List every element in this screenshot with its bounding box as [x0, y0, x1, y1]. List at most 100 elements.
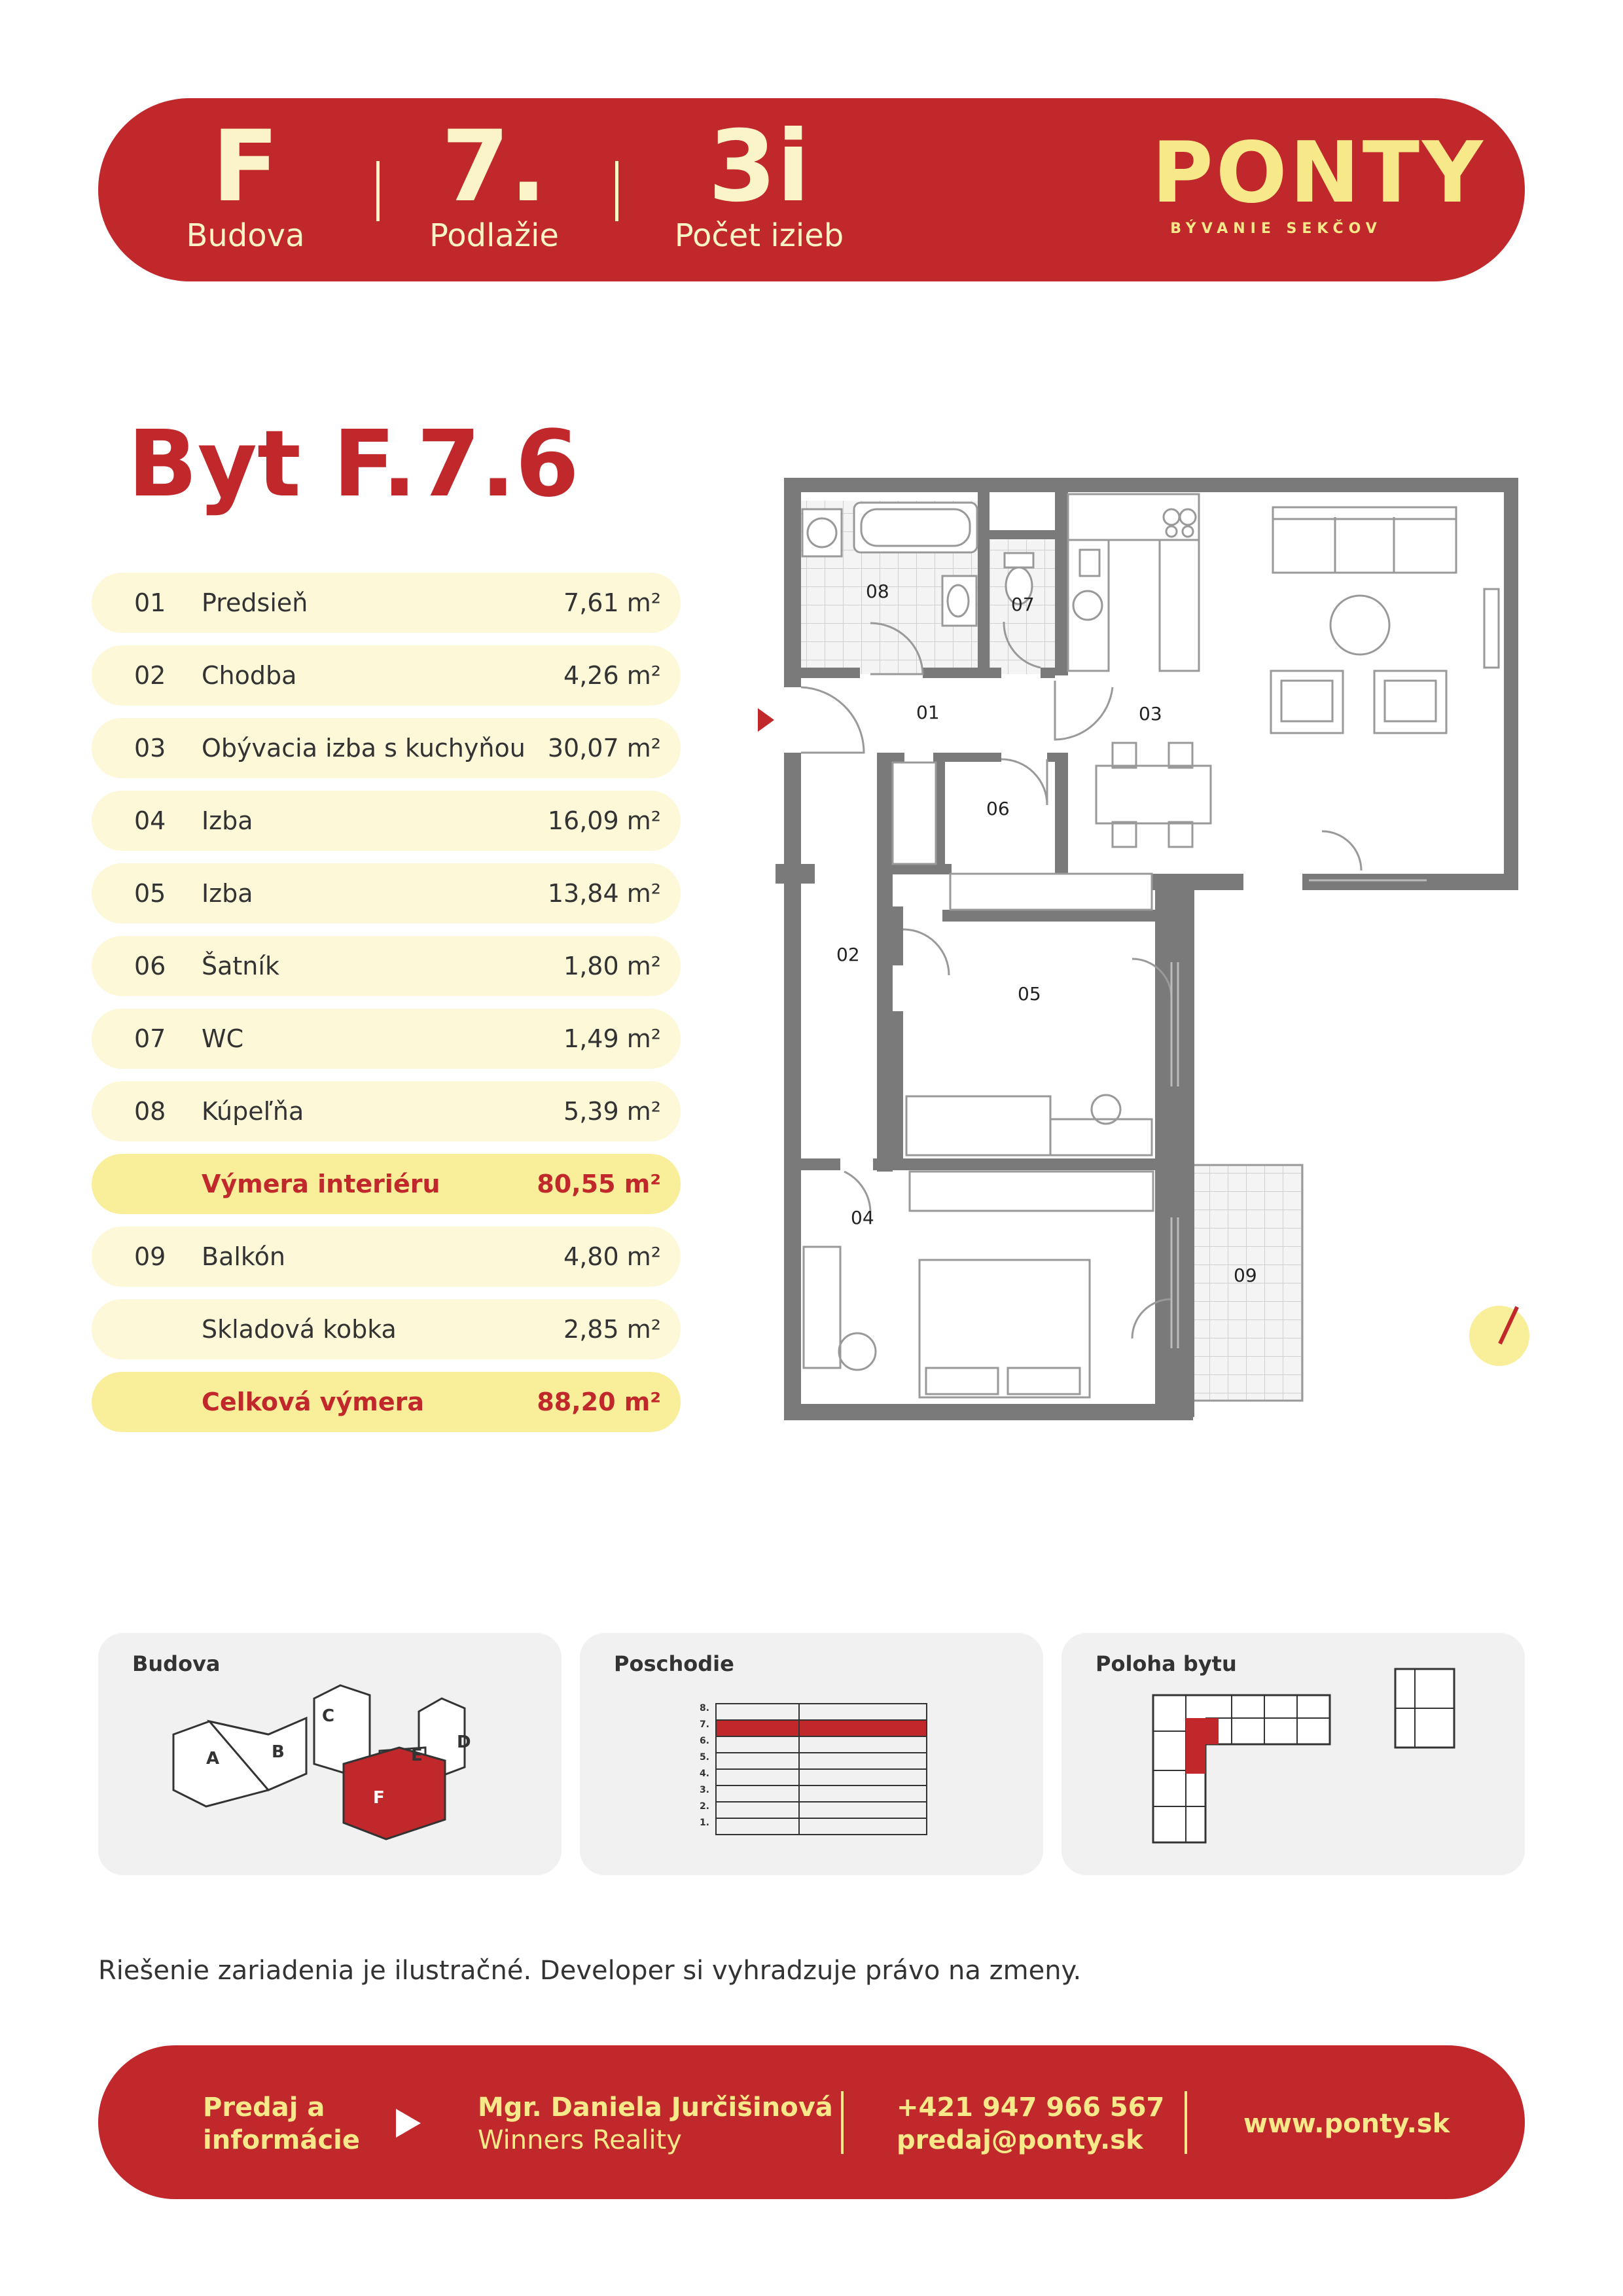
apartment-location-highlight: [1186, 1718, 1219, 1774]
header-banner: F Budova 7. Podlažie 3i Počet izieb PONT…: [98, 98, 1525, 281]
floor-label-2: 2.: [700, 1801, 709, 1812]
room-name: Kúpeľňa: [202, 1097, 304, 1126]
room-number: 03: [134, 734, 166, 762]
floor-card[interactable]: Poschodie 8. 7. 6. 5. 4. 3. 2. 1.: [580, 1633, 1043, 1875]
room-area: 16,09 m²: [547, 806, 661, 835]
room-name: Obývacia izba s kuchyňou: [202, 734, 526, 762]
floor-plan: 08 07 01 03 06 02 05 04 09: [758, 478, 1518, 1420]
building-info: F Budova: [170, 118, 321, 255]
room-row: 02 Chodba 4,26 m²: [92, 645, 681, 706]
room-name: WC: [202, 1024, 244, 1053]
room-number: 07: [134, 1024, 166, 1053]
footer-divider: [841, 2091, 844, 2154]
header-divider: [376, 161, 380, 221]
entrance-arrow-icon: [758, 708, 774, 732]
room-label-01: 01: [916, 702, 940, 723]
room-area: 30,07 m²: [547, 734, 661, 762]
logo-name: PONTY: [1152, 124, 1486, 222]
room-label-05: 05: [1018, 983, 1041, 1005]
room-row: 06 Šatník 1,80 m²: [92, 936, 681, 996]
website-link[interactable]: www.ponty.sk: [1243, 2109, 1450, 2139]
block-label-d: D: [457, 1732, 471, 1752]
rooms-value: 3i: [708, 110, 810, 224]
room-area: 4,26 m²: [563, 661, 661, 690]
location-map: [1152, 1668, 1455, 1844]
floor-label-7: 7.: [700, 1719, 709, 1730]
room-area: 1,49 m²: [563, 1024, 661, 1053]
floor-label-4: 4.: [700, 1768, 709, 1779]
building-value: F: [211, 110, 279, 224]
room-label-07: 07: [1011, 594, 1035, 615]
room-name: Predsieň: [202, 588, 308, 617]
room-number: 06: [134, 952, 166, 980]
floor-info: 7. Podlažie: [419, 118, 569, 255]
room-row: 09 Balkón 4,80 m²: [92, 1227, 681, 1287]
floor-label-3: 3.: [700, 1785, 709, 1795]
room-number: 09: [134, 1242, 166, 1271]
room-name: Šatník: [202, 952, 279, 980]
block-label-f: F: [373, 1788, 385, 1808]
room-row: 03 Obývacia izba s kuchyňou 30,07 m²: [92, 718, 681, 778]
room-area: 4,80 m²: [563, 1242, 661, 1271]
floor-label-5: 5.: [700, 1752, 709, 1763]
arrow-right-icon: [396, 2109, 421, 2138]
room-name: Chodba: [202, 661, 297, 690]
room-area: 1,80 m²: [563, 952, 661, 980]
room-labels: 08 07 01 03 06 02 05 04 09: [836, 581, 1257, 1286]
floor-value: 7.: [441, 110, 547, 224]
disclaimer-note: Riešenie zariadenia je ilustračné. Devel…: [98, 1956, 1082, 1986]
header-divider: [615, 161, 618, 221]
footer-banner: Predaj a informácie Mgr. Daniela Jurčiši…: [98, 2045, 1525, 2199]
room-number: 02: [134, 661, 166, 690]
grand-total-area: 88,20 m²: [537, 1388, 661, 1416]
agent-name: Mgr. Daniela Jurčišinová: [478, 2092, 833, 2123]
block-label-e: E: [411, 1746, 423, 1765]
room-number: 05: [134, 879, 166, 908]
room-area: 13,84 m²: [547, 879, 661, 908]
logo-tagline: BÝVANIE SEKČOV: [1170, 221, 1382, 237]
location-card[interactable]: Poloha bytu: [1061, 1633, 1525, 1875]
block-label-a: A: [206, 1749, 219, 1768]
fixtures: [800, 493, 1500, 1399]
ponty-logo[interactable]: PONTY BÝVANIE SEKČOV: [1152, 124, 1486, 238]
room-label-09: 09: [1234, 1265, 1257, 1286]
floor-label-8: 8.: [700, 1703, 709, 1713]
room-label-08: 08: [866, 581, 889, 602]
building-card-label: Budova: [132, 1651, 221, 1676]
floor-label-6: 6.: [700, 1736, 709, 1746]
footer-divider: [1185, 2091, 1187, 2154]
apartment-title: Byt F.7.6: [128, 411, 579, 518]
rooms-info: 3i Počet izieb: [654, 118, 864, 255]
room-label-02: 02: [836, 944, 860, 965]
room-row: 05 Izba 13,84 m²: [92, 863, 681, 924]
cta-line-2: informácie: [203, 2125, 361, 2155]
selected-floor-highlight: [716, 1720, 927, 1736]
floor-label: Podlažie: [429, 217, 559, 254]
room-label-06: 06: [986, 798, 1010, 819]
room-name: Izba: [202, 806, 253, 835]
room-row: 07 WC 1,49 m²: [92, 1009, 681, 1069]
building-card[interactable]: Budova A B C D E F: [98, 1633, 562, 1875]
compass-icon: [1469, 1306, 1529, 1366]
email-link[interactable]: predaj@ponty.sk: [897, 2125, 1143, 2155]
phone-link[interactable]: +421 947 966 567: [897, 2092, 1165, 2123]
walls: [776, 478, 1518, 1420]
room-number: 01: [134, 588, 166, 617]
block-label-c: C: [322, 1706, 334, 1726]
building-map: A B C D E F: [172, 1684, 471, 1840]
building-label: Budova: [186, 217, 305, 254]
interior-total-area: 80,55 m²: [537, 1170, 661, 1198]
room-area: 5,39 m²: [563, 1097, 661, 1126]
block-label-b: B: [272, 1742, 285, 1762]
cta-line-1: Predaj a: [203, 2092, 325, 2123]
floor-selector: 8. 7. 6. 5. 4. 3. 2. 1.: [700, 1703, 927, 1835]
room-name: Balkón: [202, 1242, 285, 1271]
location-card-label: Poloha bytu: [1096, 1651, 1237, 1676]
room-name: Izba: [202, 879, 253, 908]
